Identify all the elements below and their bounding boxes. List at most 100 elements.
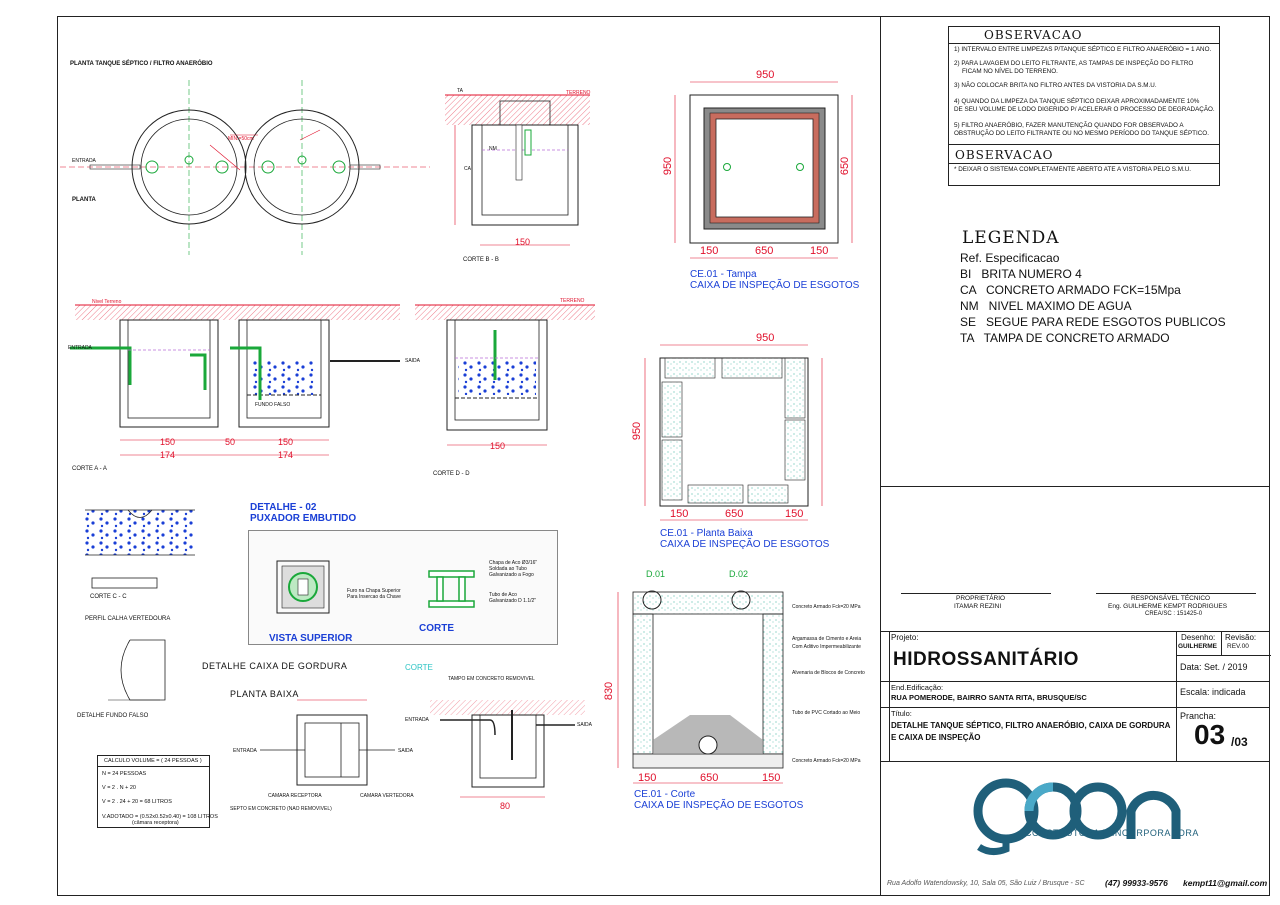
corte-dd-dim150: 150 [490, 441, 506, 451]
ce-corte-d01: D.01 [646, 569, 666, 579]
corte-bb-nm: NM [489, 146, 497, 152]
planta-entrada: ENTRADA [72, 158, 96, 164]
titulo-value: DETALHE TANQUE SÉPTICO, FILTRO ANAERÓBIO… [891, 721, 1171, 742]
ce01-planta-baixa [644, 344, 823, 521]
det02-furo-2: Para Insercao da Chave [347, 594, 401, 600]
calculo-l5: (câmara receptora) [132, 820, 179, 826]
corte-aa-dim150-b: 150 [278, 437, 294, 447]
corte-bb [445, 94, 590, 246]
planta-dim150-b: 150 [785, 508, 804, 520]
gordura-corte-entrada: ENTRADA [405, 717, 429, 723]
tampa-dim650: 650 [755, 245, 774, 257]
revisao-label: Revisão: [1225, 633, 1257, 642]
det02-corte-label: CORTE [419, 623, 454, 634]
observacao-title: OBSERVACAO [984, 28, 1083, 42]
observacao-box: OBSERVACAO 1) INTERVALO ENTRE LIMPEZAS P… [948, 26, 1220, 186]
det02-chapa-3: Galvanizado a Fogo [489, 572, 534, 578]
tampo-label: TAMPO EM CONCRETO REMOVIVEL [448, 676, 535, 682]
tampa-dim950: 950 [756, 69, 775, 81]
obs-item-3: 3) NÃO COLOCAR BRITA NO FILTRO ANTES DA … [954, 82, 1157, 89]
gordura-corte-saida: SAIDA [577, 722, 593, 728]
detalhe02-subtitle: PUXADOR EMBUTIDO [250, 513, 357, 524]
prancha-total: /03 [1231, 735, 1248, 749]
planta-dim150-a: 150 [670, 508, 689, 520]
end-label: End.Edificação: [891, 683, 944, 692]
corte-aa-se: SAIDA [405, 358, 421, 364]
endereco-value: RUA POMERODE, BAIRRO SANTA RITA, BRUSQUE… [891, 693, 1087, 702]
detalhe02-box: Furo na Chapa Superior Para Insercao da … [248, 530, 558, 645]
ce-corte-aditivo: Com Aditivo Impermeabilizante [792, 644, 861, 650]
ce-corte-concreto2: Concreto Armado Fck=20 MPa [792, 758, 861, 764]
footer-address: Rua Adolfo Watendowsky, 10, Sala 05, São… [887, 880, 1085, 887]
ce-corte-dim830: 830 [603, 681, 616, 701]
legenda-item-ca: CA CONCRETO ARMADO FCK=15Mpa [960, 283, 1181, 297]
corte-bb-terreno: TERRENO [566, 90, 591, 96]
ce-corte-dim150-a: 150 [638, 772, 657, 784]
corte-aa-dim50: 50 [225, 437, 236, 447]
legenda-item-se: SE SEGUE PARA REDE ESGOTOS PUBLICOS [960, 315, 1226, 329]
responsavel-label: RESPONSÁVEL TÉCNICO [1131, 595, 1211, 602]
corte-bb-ta: TA [457, 88, 464, 94]
data-value: Data: Set. / 2019 [1180, 662, 1248, 672]
ce-corte-concreto: Concreto Armado Fck=20 MPa [792, 604, 861, 610]
calculo-l2: V = 2 . N + 20 [102, 785, 136, 791]
tampa-dim150-a: 150 [700, 245, 719, 257]
titulo-label: Título: [891, 709, 912, 718]
caixa-gordura-planta [260, 699, 395, 786]
calculo-box: CALCULO VOLUME = ( 24 PESSOAS ) N = 24 P… [97, 755, 218, 828]
det02-furo-1: Furo na Chapa Superior [347, 588, 401, 594]
detalhe02-title: DETALHE - 02 [250, 502, 317, 513]
corte-aa-entrada: ENTRADA [68, 345, 92, 351]
title-block: PROPRIETÁRIO ITAMAR REZINI RESPONSÁVEL T… [880, 486, 1271, 896]
revisao-value: REV.00 [1227, 643, 1249, 650]
ce-corte-dim150-b: 150 [762, 772, 781, 784]
corte-dd-title: CORTE D - D [433, 471, 470, 477]
planta-dim950: 950 [756, 332, 775, 344]
legenda-item-nm: NM NIVEL MAXIMO DE AGUA [960, 299, 1132, 313]
perfil-calha-title: PERFIL CALHA VERTEDOURA [85, 616, 171, 622]
observacao2-title: OBSERVACAO [955, 148, 1054, 162]
planta-title: PLANTA TANQUE SÉPTICO / FILTRO ANAERÓBIO [70, 61, 213, 67]
calculo-l4: V.ADOTADO = (0.52x0.52x0.40) = 108 LITRO… [102, 814, 218, 820]
projeto-label: Projeto: [891, 633, 919, 642]
planta-dim950-v: 950 [631, 421, 644, 441]
ce-tampa-label-1: CE.01 - Tampa [690, 269, 757, 280]
ce01-tampa [674, 81, 853, 259]
camara-vertedora: CAMARA VERTEDORA [360, 793, 414, 799]
obs-item-2b: FICAM NO NÍVEL DO TERRENO. [962, 68, 1058, 75]
prancha-label: Prancha: [1180, 711, 1217, 721]
legenda-item-bi: BI BRITA NUMERO 4 [960, 267, 1082, 281]
corte-aa-title: CORTE A - A [72, 466, 107, 472]
corte-aa-fundo: FUNDO FALSO [255, 402, 291, 408]
det02-chapa-2: Soldada ao Tubo [489, 566, 527, 572]
gcon-logo [973, 778, 1181, 856]
corte-dd [415, 304, 595, 446]
obs-item-2: 2) PARA LAVAGEM DO LEITO FILTRANTE, AS T… [954, 60, 1194, 67]
responsavel-crea: CREA/SC : 151425-0 [1145, 611, 1203, 617]
obs-item-5: 5) FILTRO ANAERÓBIO, FAZER MANUTENÇÃO QU… [954, 122, 1184, 129]
corte-aa [70, 304, 400, 456]
camara-receptora: CAMARA RECEPTORA [268, 793, 322, 799]
gordura-entrada: ENTRADA [233, 748, 257, 754]
det02-chapa-1: Chapa de Aco Ø3/16" [489, 560, 538, 566]
calculo-l1: N = 24 PESSOAS [102, 771, 147, 777]
footer-email: kempt11@gmail.com [1183, 878, 1268, 888]
escala-value: Escala: indicada [1180, 687, 1246, 697]
desenho-value: GUILHERME [1178, 643, 1217, 650]
corte-bb-ca: CA [464, 166, 471, 172]
corte-bb-dim150: 150 [515, 237, 531, 247]
legenda-item-ta: TA TAMPA DE CONCRETO ARMADO [960, 331, 1170, 345]
corte-aa-dim174-b: 174 [278, 450, 294, 460]
drawing-frame [57, 16, 1270, 896]
obs-item-4b: DE SEU VOLUME DE LODO DIGERIDO P/ ACELER… [954, 106, 1215, 113]
ce-corte-argamassa: Argamassa de Cimento e Areia [792, 636, 862, 642]
septo-label: SEPTO EM CONCRETO (NAO REMOVIVEL) [230, 806, 332, 812]
tampa-dim950-v: 950 [662, 156, 675, 176]
corte-cc [85, 509, 195, 701]
gordura-corte-title: CORTE [405, 663, 433, 672]
frame-divider [880, 16, 881, 486]
footer-phone: (47) 99933-9576 [1105, 878, 1168, 888]
det02-tubo-2: Galvanizado D 1.1/2" [489, 598, 537, 604]
responsavel-name: Eng. GUILHERME KEMPT RODRIGUES [1108, 603, 1228, 610]
planta-baixa-title: PLANTA BAIXA [230, 689, 299, 699]
